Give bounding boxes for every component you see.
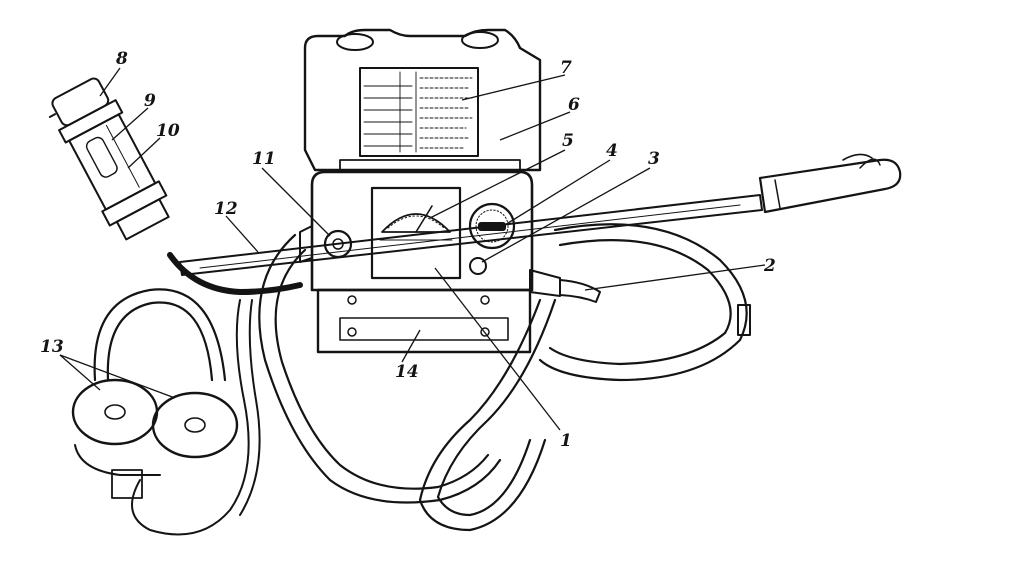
search-probe [48,77,170,241]
instruction-plate [359,67,479,157]
knob-icon [323,229,353,259]
leader-lines [59,67,766,431]
device-body [299,170,601,354]
callout-4: 4 [606,141,618,161]
callout-labels: 1 2 3 4 5 6 7 8 9 10 11 12 13 14 [40,49,776,451]
callout-13: 13 [40,337,64,357]
callout-1: 1 [560,431,572,451]
callout-14: 14 [395,362,419,382]
device-lid [303,28,542,173]
callout-8: 8 [115,49,128,69]
callout-6: 6 [568,95,580,115]
callout-3: 3 [648,149,660,169]
probe-rod [179,153,902,276]
headphones-icon [71,288,261,536]
callout-11: 11 [252,149,276,169]
callout-5: 5 [562,131,574,151]
callout-10: 10 [156,121,180,141]
callout-7: 7 [560,58,572,78]
callout-2: 2 [763,256,776,276]
callout-12: 12 [214,199,238,219]
callout-9: 9 [144,91,156,111]
shoulder-strap [258,223,751,532]
meter-dial-icon [370,186,462,280]
